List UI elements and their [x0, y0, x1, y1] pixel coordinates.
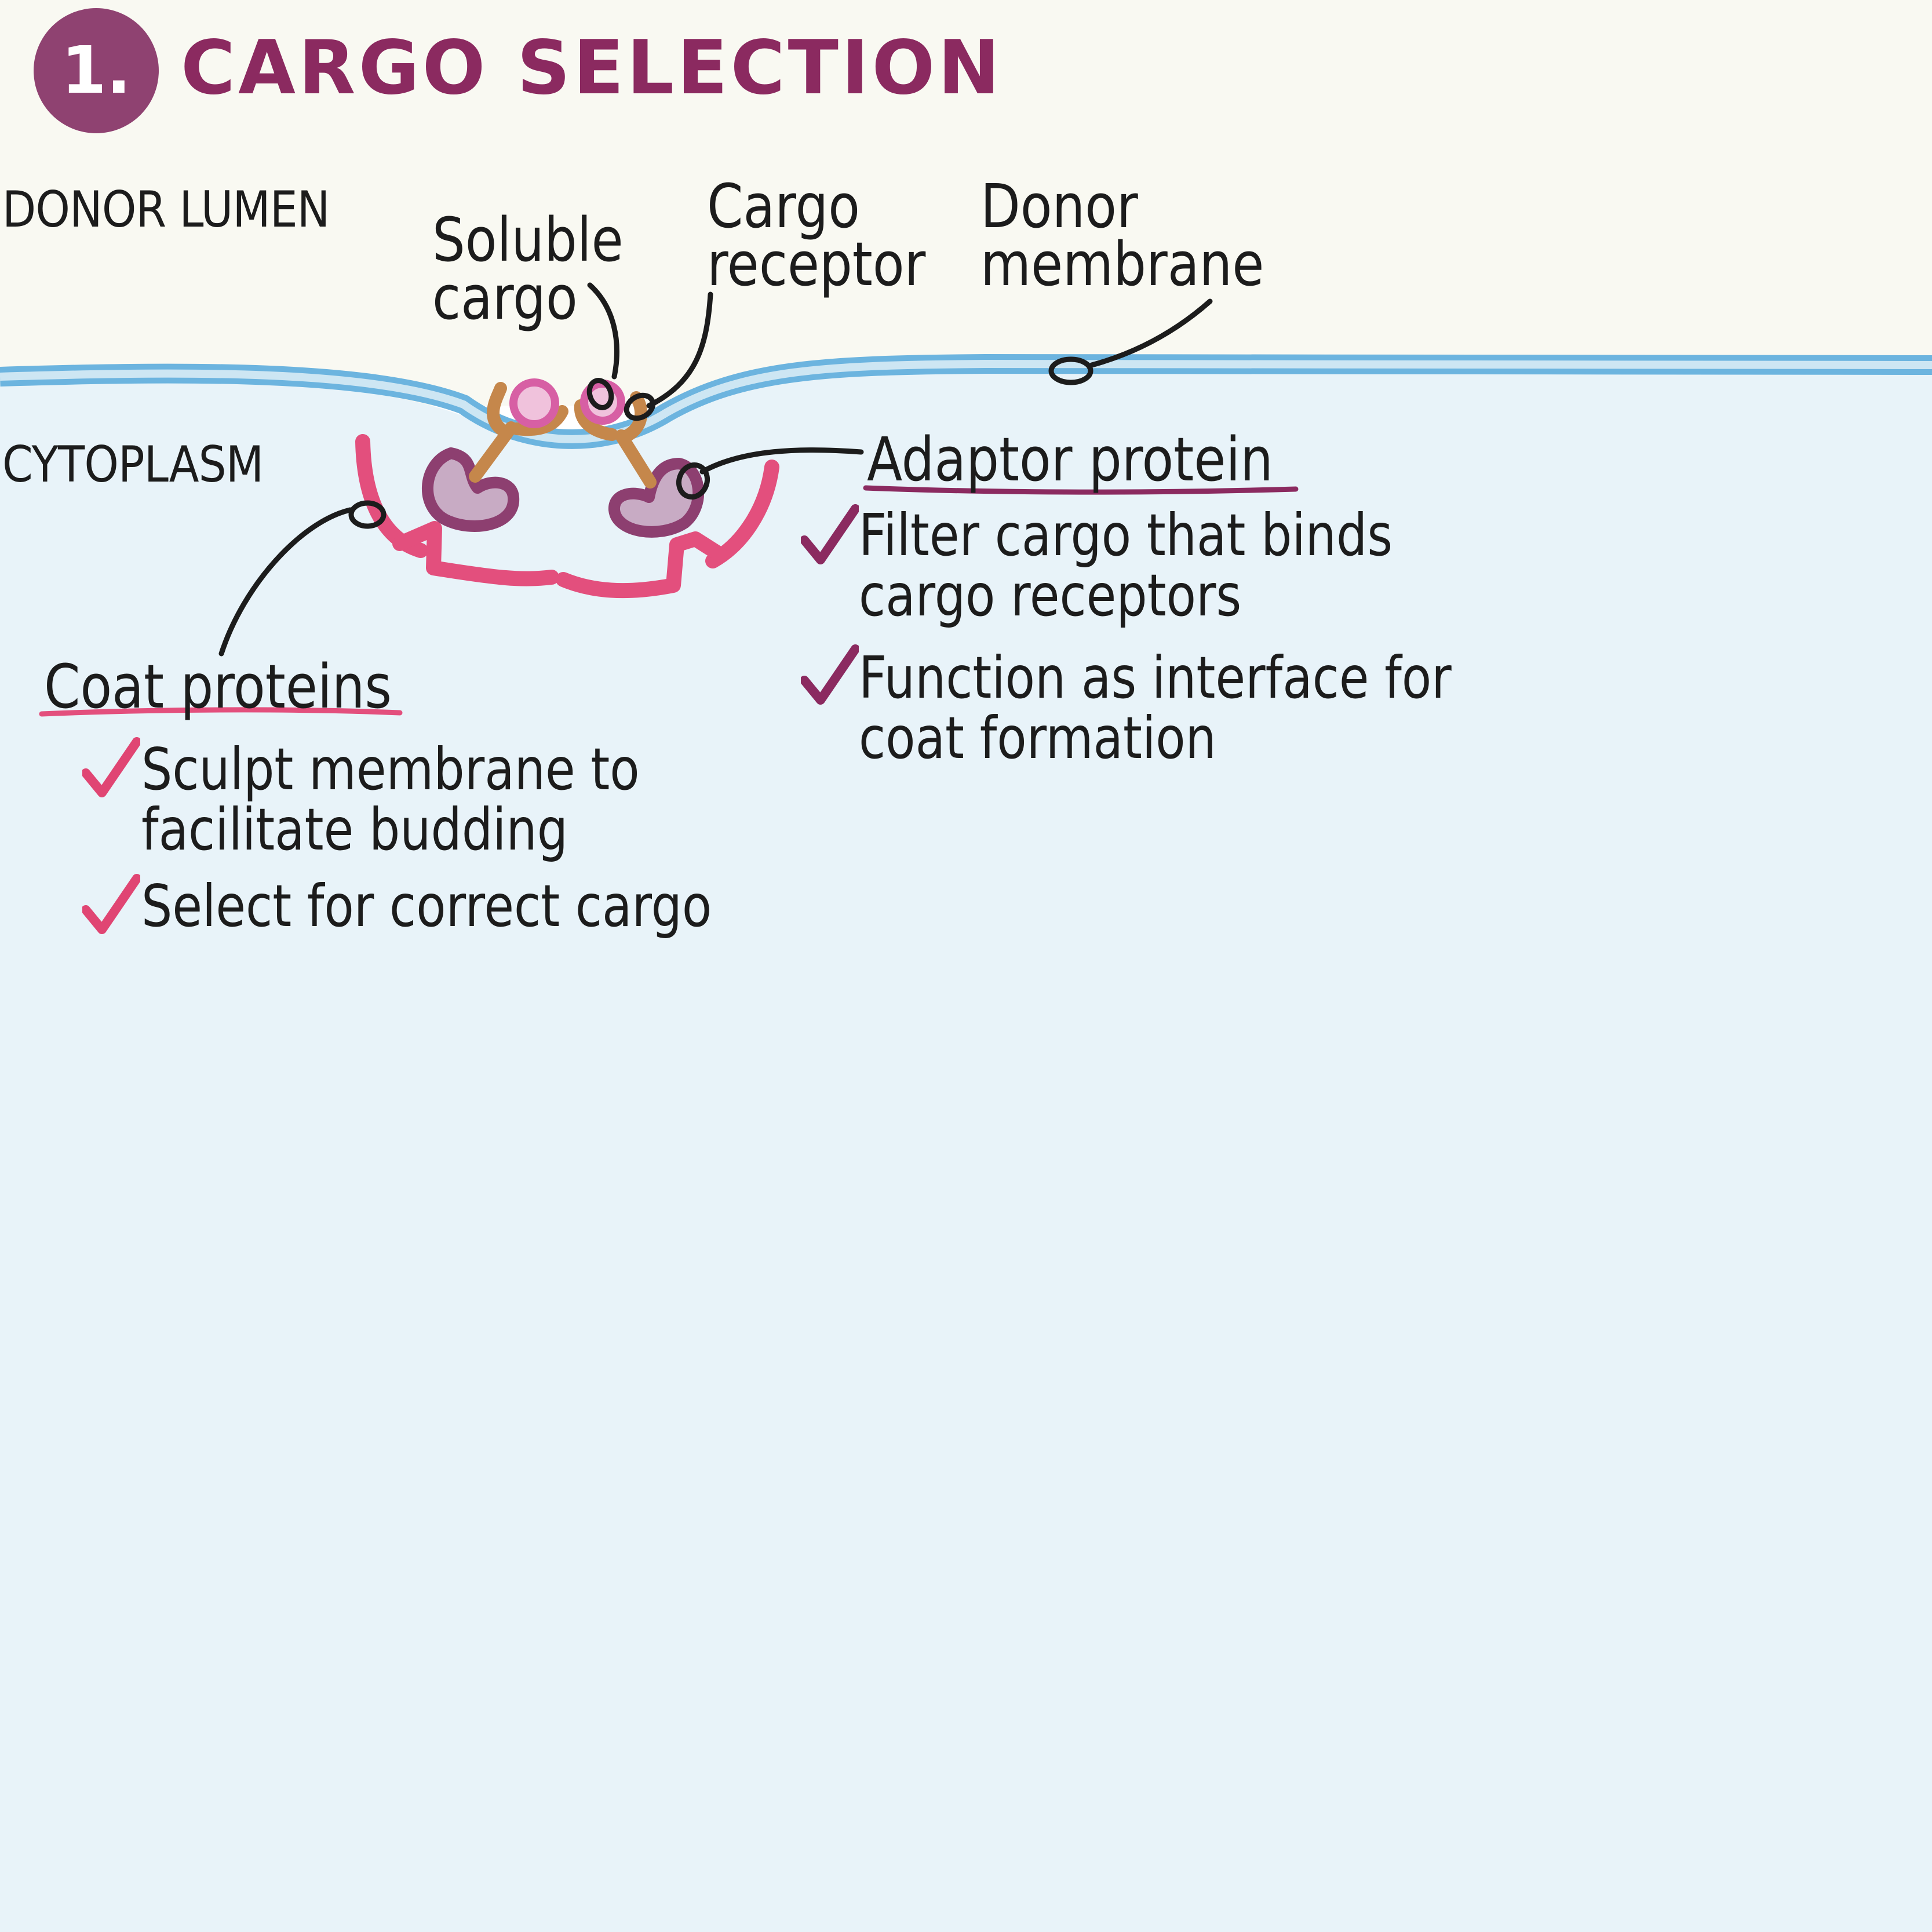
- leader-soluble-cargo: [587, 282, 619, 380]
- coat-point-2: Select for correct cargo: [141, 876, 712, 936]
- adaptor-point-2: Function as interface for coat formation: [859, 648, 1452, 768]
- check-icon: [801, 644, 859, 705]
- coat-point-1-line1: Sculpt membrane to: [141, 735, 640, 803]
- cargo-receptor-label-line2: receptor: [707, 229, 926, 300]
- donor-membrane-label-line1: Donor: [980, 171, 1138, 242]
- check-icon: [82, 737, 140, 797]
- cargo-receptor-left: [469, 382, 568, 483]
- adaptor-protein-underline: [863, 485, 1299, 495]
- leader-coat-proteins: [218, 507, 353, 657]
- soluble-cargo-left: [509, 378, 559, 428]
- adaptor-point-2-line2: coat formation: [859, 704, 1216, 772]
- donor-membrane-label-line2: membrane: [980, 229, 1264, 300]
- leader-soluble-cargo-ring: [586, 378, 614, 410]
- cytoplasm-label: CYTOPLASM: [2, 436, 264, 494]
- coat-point-1: Sculpt membrane to facilitate budding: [141, 739, 640, 860]
- leader-donor-membrane-ring: [1048, 356, 1093, 385]
- leader-cargo-receptor-ring: [624, 392, 656, 421]
- leader-donor-membrane: [1089, 298, 1213, 368]
- section-title: CARGO SELECTION: [181, 25, 1003, 111]
- adaptor-point-1-line1: Filter cargo that binds: [859, 501, 1393, 569]
- soluble-cargo-label: Soluble cargo: [432, 205, 624, 333]
- donor-membrane-label: Donor membrane: [980, 171, 1264, 300]
- leader-adaptor-protein: [699, 447, 864, 475]
- cytoplasm-region: [0, 365, 1932, 1932]
- adaptor-point-1-line2: cargo receptors: [859, 562, 1242, 629]
- adaptor-protein-title: Adaptor protein: [867, 424, 1273, 495]
- coat-point-1-line2: facilitate budding: [141, 796, 568, 863]
- cargo-receptor-label: Cargo receptor: [707, 171, 926, 300]
- coat-point-2-line1: Select for correct cargo: [141, 872, 712, 940]
- adaptor-point-1: Filter cargo that binds cargo receptors: [859, 505, 1393, 626]
- donor-lumen-region: [0, 0, 1932, 406]
- soluble-cargo-label-line2: cargo: [432, 263, 578, 333]
- donor-membrane: [0, 353, 1932, 449]
- step-number-badge: 1.: [34, 8, 159, 133]
- donor-lumen-label: DONOR LUMEN: [2, 181, 330, 239]
- leader-coat-proteins-ring: [348, 500, 387, 529]
- leader-cargo-receptor: [646, 291, 713, 409]
- soluble-cargo-label-line1: Soluble: [432, 205, 624, 275]
- leader-adaptor-protein-ring: [676, 462, 710, 500]
- step-number: 1.: [61, 33, 132, 108]
- adaptor-point-2-line1: Function as interface for: [859, 644, 1452, 712]
- check-icon: [801, 504, 859, 564]
- coat-proteins-title: Coat proteins: [44, 651, 392, 722]
- coat-proteins-underline: [39, 707, 403, 717]
- coat-proteins: [355, 434, 779, 599]
- check-icon: [82, 874, 140, 934]
- cargo-receptor-label-line1: Cargo: [707, 171, 860, 242]
